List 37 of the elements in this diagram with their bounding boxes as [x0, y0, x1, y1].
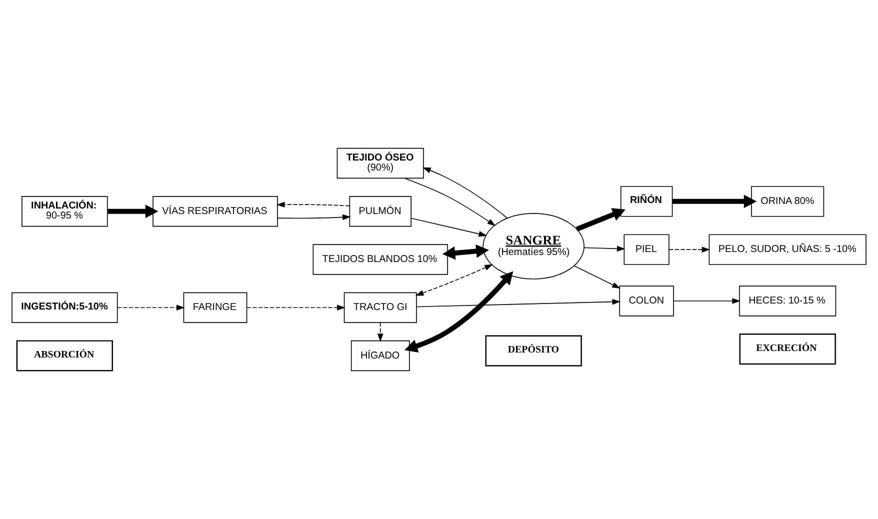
arrow [583, 246, 626, 252]
node-box: FARINGE [183, 292, 248, 323]
arrow [404, 178, 496, 226]
arrow [415, 264, 493, 296]
arrow [673, 298, 740, 304]
arrow [277, 214, 351, 220]
arrow [276, 202, 350, 208]
node-box: VÍAS RESPIRATORIAS [152, 196, 278, 227]
node-box: ORINA 80% [751, 186, 824, 217]
arrow [416, 298, 621, 308]
arrow [672, 194, 757, 208]
node-box: RIÑÓN [620, 186, 673, 217]
node-box: PELO, SUDOR, UÑAS: 5 -10% [708, 234, 866, 265]
arrow [576, 208, 626, 232]
node-box: DEPÓSITO [485, 335, 582, 366]
arrow [442, 244, 489, 260]
node-box: HÍGADO [350, 340, 410, 372]
node-box: EXCRECIÓN [739, 334, 836, 365]
node-box: PIEL [624, 234, 670, 265]
node-box: HECES: 10-15 % [739, 286, 836, 316]
node-box: TEJIDOS BLANDOS 10% [312, 244, 448, 275]
arrow [108, 204, 158, 218]
arrow [410, 218, 488, 237]
node-box: INHALACIÓN: 90-95 % [22, 196, 108, 227]
arrow [404, 271, 514, 353]
node-box: TRACTO GI [344, 292, 417, 323]
arrow [377, 322, 384, 342]
node-box: COLON [619, 286, 674, 316]
arrow [116, 304, 185, 311]
arrow [574, 265, 620, 289]
arrow [668, 246, 710, 252]
node-box: TEJIDO ÓSEO (90%) [336, 148, 424, 179]
arrow [422, 167, 508, 219]
node-box: INGESTIÓN:5-10% [12, 292, 118, 323]
arrow [246, 304, 346, 311]
node-box: PULMÓN [349, 196, 412, 227]
node-box: ABSORCIÓN [16, 340, 113, 372]
